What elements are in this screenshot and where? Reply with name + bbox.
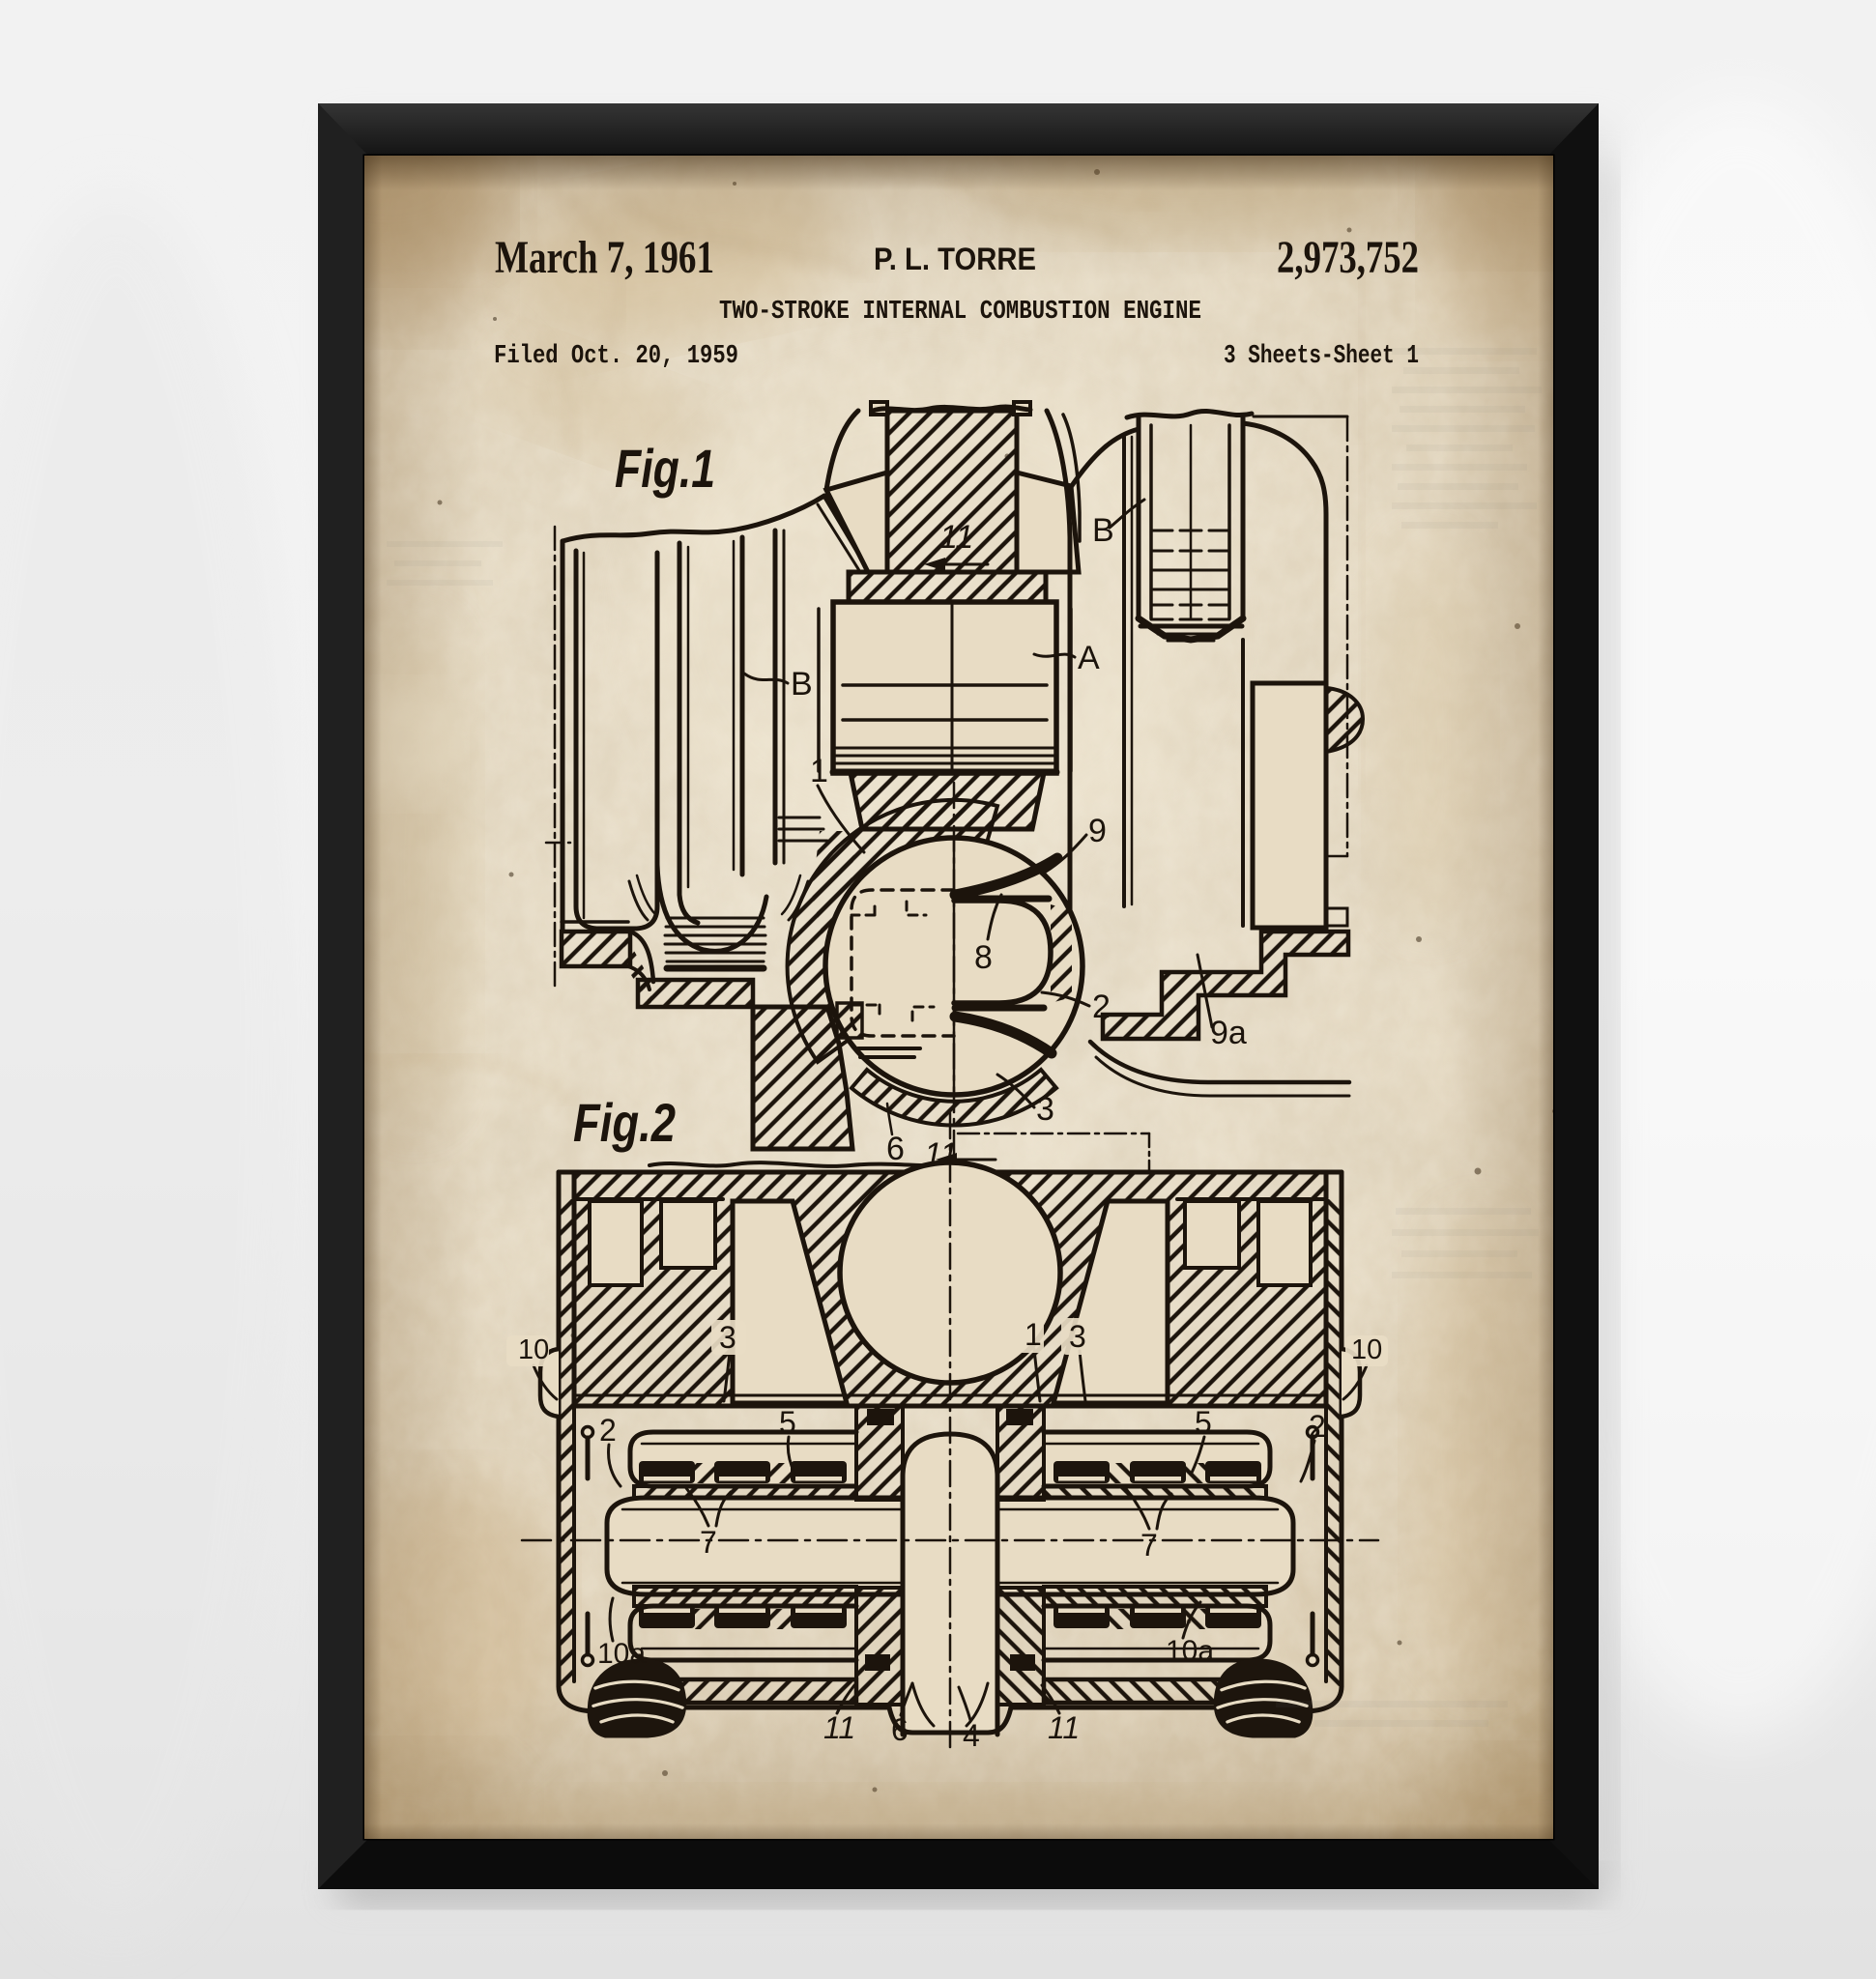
svg-text:3: 3 (1036, 1091, 1054, 1128)
svg-text:11: 11 (1048, 1710, 1080, 1745)
svg-text:4: 4 (963, 1718, 980, 1753)
svg-text:Fig.2: Fig.2 (573, 1092, 676, 1153)
svg-text:8: 8 (974, 939, 993, 976)
svg-text:10a: 10a (597, 1638, 646, 1670)
svg-text:11: 11 (823, 1710, 855, 1745)
svg-text:6: 6 (891, 1712, 909, 1747)
svg-text:1: 1 (1025, 1317, 1042, 1352)
svg-text:10: 10 (1351, 1334, 1382, 1365)
svg-text:2: 2 (1092, 989, 1111, 1025)
svg-text:Filed Oct. 20, 1959: Filed Oct. 20, 1959 (494, 342, 738, 371)
svg-text:1: 1 (810, 753, 828, 789)
svg-text:5: 5 (1195, 1405, 1212, 1440)
svg-text:A: A (1078, 640, 1100, 676)
svg-text:P. L. TORRE: P. L. TORRE (874, 242, 1036, 276)
svg-text:7: 7 (700, 1525, 717, 1560)
svg-text:Fig.1: Fig.1 (615, 438, 715, 499)
svg-text:11: 11 (939, 519, 973, 556)
svg-text:10: 10 (518, 1334, 549, 1365)
svg-text:9a: 9a (1210, 1015, 1247, 1051)
svg-text:B: B (1092, 512, 1114, 549)
svg-text:3: 3 (1069, 1319, 1086, 1354)
svg-text:B: B (791, 666, 813, 703)
svg-text:2: 2 (599, 1413, 617, 1448)
svg-text:9: 9 (1088, 813, 1107, 849)
svg-text:TWO-STROKE INTERNAL COMBUSTION: TWO-STROKE INTERNAL COMBUSTION ENGINE (719, 298, 1201, 327)
svg-text:6: 6 (886, 1131, 905, 1167)
svg-text:2,973,752: 2,973,752 (1277, 232, 1419, 283)
svg-text:3 Sheets-Sheet 1: 3 Sheets-Sheet 1 (1224, 342, 1419, 371)
svg-text:3: 3 (719, 1320, 736, 1355)
svg-text:March 7, 1961: March 7, 1961 (495, 232, 714, 283)
svg-text:10a: 10a (1166, 1635, 1214, 1667)
svg-text:7: 7 (1140, 1528, 1158, 1563)
svg-text:2: 2 (1309, 1409, 1326, 1444)
svg-text:5: 5 (779, 1405, 796, 1440)
